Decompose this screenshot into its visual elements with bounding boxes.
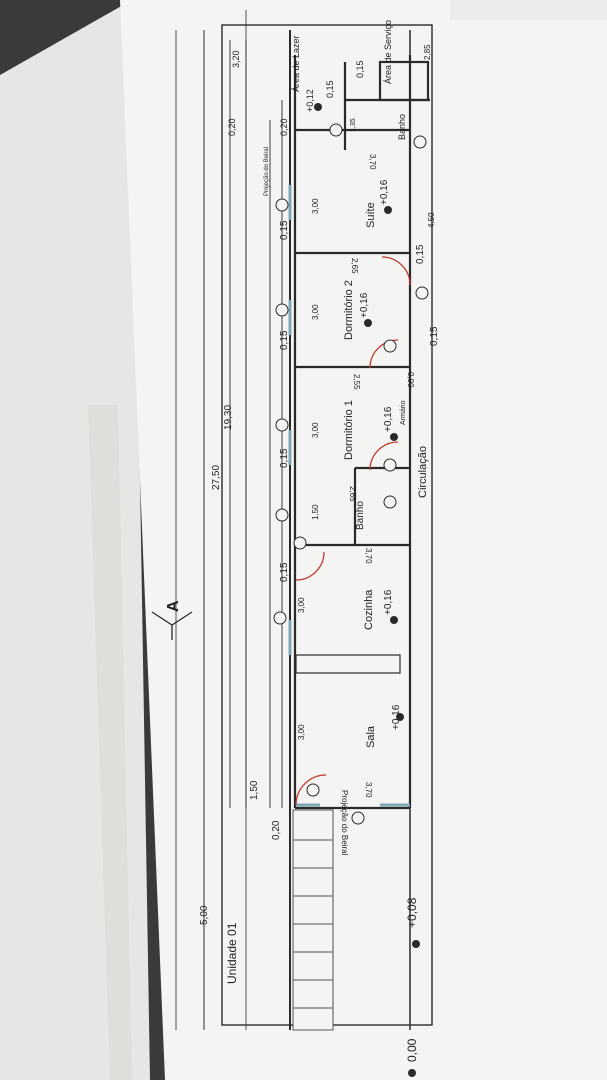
level-sala: +0,16 bbox=[391, 704, 402, 730]
dim-cozinha-depth: 3,70 bbox=[364, 548, 373, 564]
dim-dorm1-depth: 2,55 bbox=[352, 374, 361, 390]
dim-dorm2-width: 3,00 bbox=[311, 304, 320, 320]
interior-walls bbox=[293, 55, 430, 810]
level-markers bbox=[314, 103, 420, 1077]
dim-banho-depth: 2,65 bbox=[348, 486, 357, 502]
level-dorm2: +0,16 bbox=[359, 292, 370, 318]
room-dormitorio2: Dormitório 2 bbox=[343, 280, 355, 340]
dim-sala-width: 3,00 bbox=[297, 724, 306, 740]
door-swings bbox=[295, 256, 411, 806]
room-area-lazer: Área de Lazer bbox=[291, 35, 301, 92]
dim-015-c: 0,15 bbox=[279, 330, 290, 350]
note-projection-top: Projeção do Beiral bbox=[264, 146, 270, 196]
dim-banho-width: 1,50 bbox=[311, 504, 320, 520]
paper-fold-shadow bbox=[88, 405, 132, 1080]
dim-450: 4,50 bbox=[427, 212, 436, 228]
dim-015-right-d: 0,15 bbox=[355, 60, 365, 78]
dim-015-a: 0,15 bbox=[279, 562, 290, 582]
level-street: 0,00 bbox=[405, 1038, 419, 1062]
dim-side-gap: 1,50 bbox=[249, 780, 260, 800]
room-dormitorio1: Dormitório 1 bbox=[343, 400, 355, 460]
dim-015-right-a: 0,15 bbox=[429, 326, 440, 346]
unit-title: Unidade 01 bbox=[225, 922, 239, 984]
dim-front: 5,00 bbox=[199, 905, 210, 925]
dim-suite-depth: 3,70 bbox=[368, 154, 377, 170]
dim-135: 1,35 bbox=[350, 118, 357, 132]
room-area-servico: Área de Serviço bbox=[383, 19, 393, 84]
dim-circ-depth: 0,90 bbox=[406, 372, 415, 388]
tag-circles bbox=[273, 123, 429, 825]
windows bbox=[288, 185, 410, 807]
section-marker-arrow bbox=[151, 611, 193, 640]
room-suite: Suíte bbox=[365, 202, 377, 228]
dim-wall-top: 0,20 bbox=[227, 118, 237, 136]
section-label-a: A bbox=[165, 600, 182, 612]
level-suite: +0,16 bbox=[379, 179, 390, 205]
dim-cozinha-width: 3,00 bbox=[297, 597, 306, 613]
dim-suite-width: 3,00 bbox=[311, 198, 320, 214]
dim-285: 2,85 bbox=[423, 44, 432, 60]
dim-015-b: 0,15 bbox=[279, 448, 290, 468]
level-dorm1: +0,16 bbox=[383, 406, 394, 432]
dim-house-length: 19,30 bbox=[223, 404, 234, 430]
dim-dorm2-depth: 2,65 bbox=[350, 258, 359, 274]
dim-015-right-c: 0,15 bbox=[325, 80, 335, 98]
dim-wall-front: 0,20 bbox=[271, 820, 282, 840]
room-sala: Sala bbox=[365, 725, 377, 748]
level-lazer: +0,12 bbox=[305, 89, 315, 112]
dim-total-length: 27,50 bbox=[211, 464, 222, 490]
level-garage: +0,08 bbox=[405, 897, 419, 928]
dim-sala-depth: 3,70 bbox=[364, 782, 373, 798]
level-cozinha: +0,16 bbox=[383, 589, 394, 615]
room-banho-suite: Banho bbox=[397, 113, 407, 140]
note-projection-front: Projeção do Beiral bbox=[340, 790, 349, 856]
dark-margin-right bbox=[450, 0, 607, 20]
dim-right-top: 3,20 bbox=[231, 50, 241, 68]
kitchen-counter bbox=[295, 654, 401, 674]
room-banho: Banho bbox=[355, 501, 366, 530]
dim-dorm1-width: 3,00 bbox=[311, 422, 320, 438]
paper-main-sheet bbox=[120, 0, 607, 1080]
dim-015-right-b: 0,15 bbox=[415, 244, 426, 264]
garage-stripes bbox=[292, 809, 334, 1031]
room-circulacao: Circulação bbox=[417, 446, 429, 498]
dimension-lines bbox=[203, 30, 283, 1030]
dim-015-d: 0,15 bbox=[279, 220, 290, 240]
dim-020-e: 0,20 bbox=[279, 118, 289, 136]
note-wardrobe: Armário bbox=[400, 400, 407, 425]
room-cozinha: Cozinha bbox=[363, 589, 375, 630]
